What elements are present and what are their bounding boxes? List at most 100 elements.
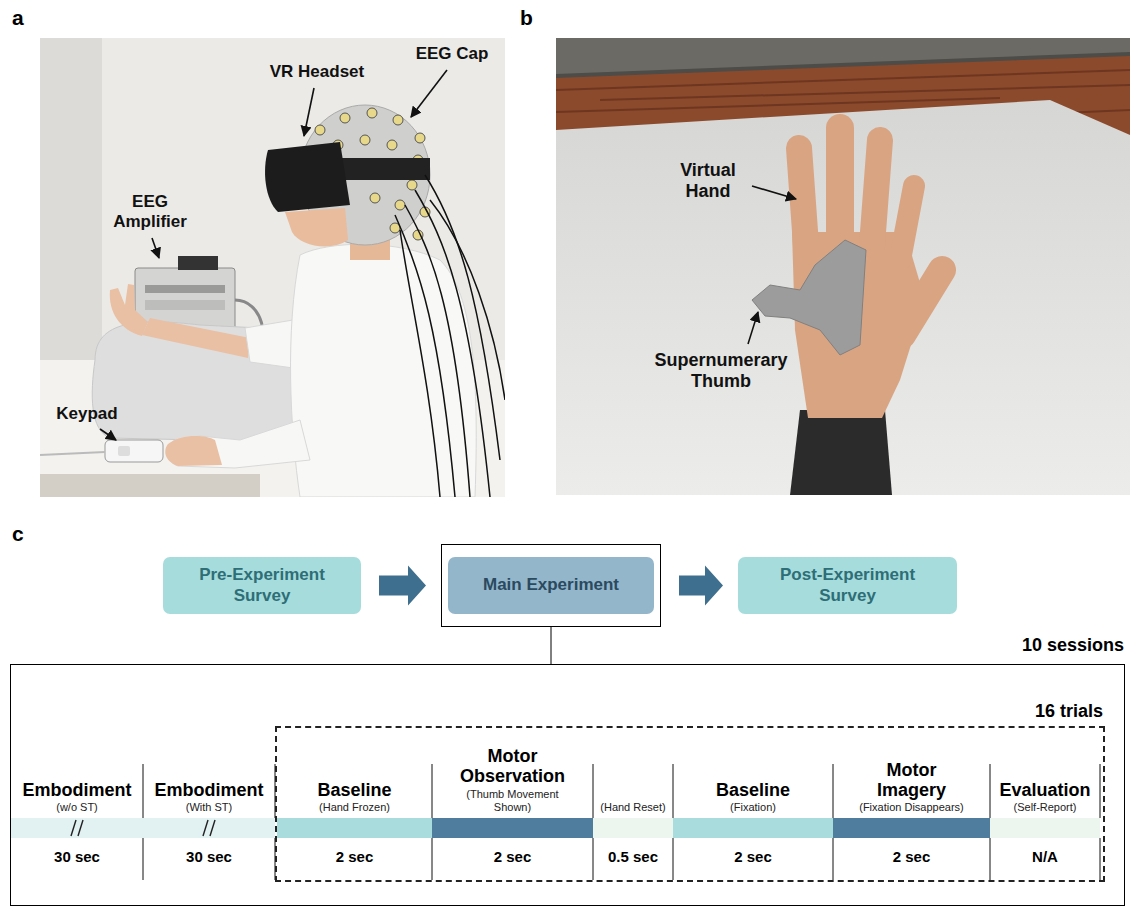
callout-arrows-part	[752, 186, 796, 199]
segment-title: Evaluation	[999, 780, 1090, 800]
segment-note: (With ST)	[186, 801, 232, 814]
break-mark-line	[203, 820, 208, 836]
timeline-ticks-part	[990, 838, 991, 880]
timeline-ticks-part	[833, 838, 834, 880]
timeline-ticks-part	[143, 764, 144, 818]
photo-setup-part	[145, 300, 225, 310]
timeline-ticks-part	[432, 764, 433, 818]
duration-label: 30 sec	[143, 848, 275, 865]
break-mark-line	[71, 820, 76, 836]
timeline-segment: Motor Imagery(Fixation Disappears)2 sec	[833, 730, 990, 880]
break-mark-line	[78, 820, 83, 836]
connector-line	[551, 627, 552, 664]
timeline-segment: Motor Observation(Thumb Movement Shown) 2…	[432, 730, 593, 880]
callout-label: VR Headset	[262, 62, 372, 82]
duration-label: 0.5 sec	[593, 848, 673, 865]
segment-note: (Hand Frozen)	[319, 801, 390, 814]
callout-arrows-part	[100, 429, 116, 440]
segment-heading: Evaluation(Self-Report)	[990, 730, 1100, 814]
photo-setup-part-part	[387, 140, 397, 150]
panel-letter: b	[520, 6, 533, 30]
timeline-ticks	[143, 764, 1100, 880]
vr-scene-part-part	[872, 140, 880, 245]
callout-label: EEG Amplifier	[100, 192, 200, 231]
photo-setup-part	[118, 446, 130, 456]
timeline-bar	[990, 818, 1100, 838]
photo-setup-part	[40, 38, 102, 368]
duration-label: 2 sec	[432, 848, 593, 865]
callout-arrows-part	[411, 70, 447, 117]
timeline-ticks-part	[1100, 838, 1101, 880]
photo-setup-part-part	[415, 133, 425, 143]
segment-title: Baseline	[716, 780, 790, 800]
timeline-ticks-part	[673, 838, 674, 880]
timeline-bar	[11, 818, 143, 838]
timeline-segment: (Hand Reset) 0.5 sec	[593, 730, 673, 880]
segment-title: Baseline	[317, 780, 391, 800]
flow-arrow	[379, 566, 426, 606]
photo-setup-part	[40, 452, 105, 455]
timeline-ticks-part	[432, 838, 433, 880]
segment-note: (Fixation)	[730, 801, 776, 814]
photo-setup-part	[291, 244, 477, 497]
trial-count: 16 trials	[1035, 701, 1103, 722]
photo-setup-part-part	[400, 230, 440, 497]
timeline-ticks-part	[1100, 764, 1101, 818]
photo-setup	[40, 38, 505, 497]
segment-note: (Thumb Movement Shown)	[463, 788, 563, 814]
duration-label: 30 sec	[11, 848, 143, 865]
timeline-segment: Baseline(Hand Frozen)2 sec	[277, 730, 432, 880]
vr-scene-part	[790, 410, 892, 495]
photo-setup-part-part	[367, 108, 377, 118]
photo-setup-part-part	[360, 135, 370, 145]
timeline-ticks-part	[990, 764, 991, 818]
timeline-ticks-part	[143, 838, 144, 880]
photo-setup-part	[40, 474, 260, 497]
photo-setup-part-part	[315, 125, 325, 135]
trial-box: 16 trialsBaseline(Hand Frozen)2 secMotor…	[275, 726, 1105, 882]
survey-box: Post-Experiment Survey	[738, 557, 957, 614]
timeline-ticks-part	[833, 764, 834, 818]
main-experiment-box: Main Experiment	[441, 544, 661, 627]
vr-scene-part	[556, 56, 1130, 495]
photo-setup-part	[142, 318, 250, 358]
segment-note: (Fixation Disappears)	[859, 801, 964, 814]
box-label: Post-Experiment Survey	[760, 565, 935, 606]
vr-scene-part	[556, 100, 1130, 495]
photo-setup-part	[110, 284, 148, 336]
callout-arrows	[748, 186, 796, 344]
box-label: Main Experiment	[483, 575, 619, 595]
photo-setup-part-part	[395, 200, 405, 210]
survey-box: Pre-Experiment Survey	[163, 557, 361, 614]
timeline-segment: Baseline(Fixation)2 sec	[673, 730, 833, 880]
vr-scene-part	[556, 38, 1130, 495]
panel-letter: c	[12, 522, 24, 546]
timeline-segment: Embodiment(With ST)30 sec	[143, 730, 275, 880]
vr-scene-part	[752, 240, 866, 355]
session-box: 10 sessionsEmbodiment(w/o ST)30 secEmbod…	[10, 664, 1125, 906]
photo-setup-part-part	[430, 200, 505, 400]
callout-arrows-part	[304, 88, 314, 136]
session-count: 10 sessions	[1022, 635, 1124, 656]
callout-arrows-part	[748, 312, 758, 344]
photo-setup-part	[40, 38, 505, 497]
vr-scene	[556, 38, 1130, 495]
segment-title: Motor Observation	[453, 746, 573, 786]
photo-setup-part-part	[425, 175, 500, 460]
segment-title: Motor Imagery	[852, 760, 972, 800]
photo-setup-part	[145, 285, 225, 293]
photo-setup-part	[285, 208, 348, 246]
timeline-bar	[432, 818, 593, 838]
segment-note: (w/o ST)	[56, 801, 98, 814]
timeline-segment: Embodiment(w/o ST)30 sec	[11, 730, 143, 880]
timeline-bar	[673, 818, 833, 838]
segment-note: (Hand Reset)	[600, 801, 665, 814]
photo-setup-part-part	[340, 113, 350, 123]
main-fill: Main Experiment	[448, 557, 654, 614]
vr-scene-part-part	[826, 128, 854, 240]
vr-scene-part-part	[799, 148, 806, 245]
segment-heading: Baseline(Hand Frozen)	[277, 730, 432, 814]
